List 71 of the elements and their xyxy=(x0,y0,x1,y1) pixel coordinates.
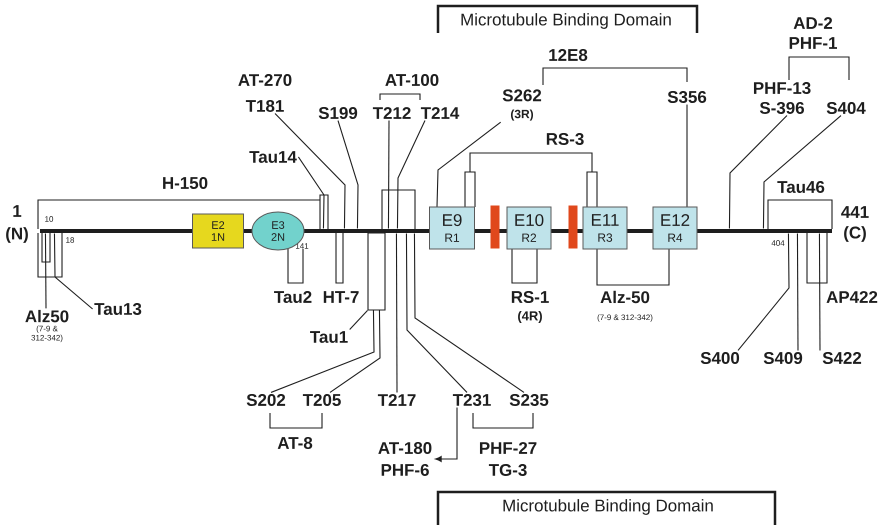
terminus-label: 441 xyxy=(841,206,869,218)
epitope-label: Tau1 xyxy=(310,331,348,343)
antibody-label: PHF-27 xyxy=(480,442,536,454)
leader-line xyxy=(349,310,368,330)
terminus-label: (N) xyxy=(6,227,28,243)
antibody-label: Alz-50 xyxy=(600,290,650,304)
leader-line xyxy=(414,234,524,393)
antibody-label: TG-3 xyxy=(488,464,527,476)
epitope-label: T231 xyxy=(452,394,491,406)
epitope-label: S199 xyxy=(318,107,358,119)
repeat-bar xyxy=(490,206,500,248)
leader-line xyxy=(396,234,398,393)
antibody-label: RS-1 xyxy=(512,291,549,303)
epitope-label: S422 xyxy=(822,352,862,364)
leader-line xyxy=(818,234,821,350)
epitope-label: T205 xyxy=(302,394,341,406)
epitope-label: S356 xyxy=(668,90,706,103)
leader-line xyxy=(728,115,788,228)
note-label: (4R) xyxy=(518,310,542,324)
leader-line xyxy=(54,234,93,310)
leader-line xyxy=(388,120,390,228)
antibody-label: RS-3 xyxy=(546,132,584,145)
exon-box: E11 R3 xyxy=(582,206,628,250)
leader-line xyxy=(436,122,501,206)
domain-label: Microtubule Binding Domain xyxy=(504,499,713,515)
exon-box: E2 1N xyxy=(192,214,244,248)
leader-line xyxy=(298,156,325,228)
antibody-label: AT-8 xyxy=(278,437,312,449)
antibody-label: AT-100 xyxy=(385,74,438,86)
epitope-box xyxy=(367,232,386,311)
epitope-label: S202 xyxy=(246,394,286,406)
arrow xyxy=(435,408,458,462)
antibody-label: PHF-1 xyxy=(790,37,837,49)
epitope-label: S400 xyxy=(700,352,740,364)
antibody-label: 12E8 xyxy=(549,49,588,61)
leader-line xyxy=(796,234,799,350)
terminus-label: (C) xyxy=(844,226,866,242)
epitope-label: S404 xyxy=(826,102,866,114)
antibody-label: AD-2 xyxy=(794,17,832,29)
leader-line xyxy=(337,120,359,228)
leader-line xyxy=(44,234,47,308)
exon-box: E10 R2 xyxy=(506,206,552,250)
epitope-label: S235 xyxy=(510,394,548,406)
leader-line xyxy=(330,310,381,393)
terminus-label: 1 xyxy=(13,205,22,217)
epitope-label: T217 xyxy=(378,394,416,406)
leader-line xyxy=(686,104,688,206)
leader-line xyxy=(762,115,842,228)
antibody-label: H-150 xyxy=(163,177,208,189)
leader-line xyxy=(270,310,375,393)
epitope-label: Tau14 xyxy=(249,151,297,163)
epitope-label: S262 (3R) xyxy=(502,89,542,121)
epitope-label: S409 xyxy=(764,352,802,364)
antibody-label: Tau2 xyxy=(274,291,312,303)
domain-label: Microtubule Binding Domain xyxy=(462,13,671,29)
leader-line xyxy=(738,234,790,351)
antibody-label: Tau46 xyxy=(777,181,824,193)
epitope-label: T212 xyxy=(372,107,411,119)
leader-line xyxy=(274,113,346,228)
epitope-label: Tau13 xyxy=(94,302,142,315)
exon-box: E12 R4 xyxy=(652,206,698,250)
antibody-label: HT-7 xyxy=(324,291,359,303)
epitope-label: AT-180 PHF-6 xyxy=(378,442,432,476)
epitope-label: PHF-13 S-396 xyxy=(754,82,811,114)
repeat-bar xyxy=(568,206,578,248)
leader-line xyxy=(406,234,468,393)
epitope-label: AT-270 T181 xyxy=(238,74,292,112)
leader-line xyxy=(396,120,426,228)
exon-box: E9 R1 xyxy=(429,206,475,250)
epitope-label: T214 xyxy=(420,107,460,119)
antibody-label: AP422 xyxy=(826,291,878,303)
